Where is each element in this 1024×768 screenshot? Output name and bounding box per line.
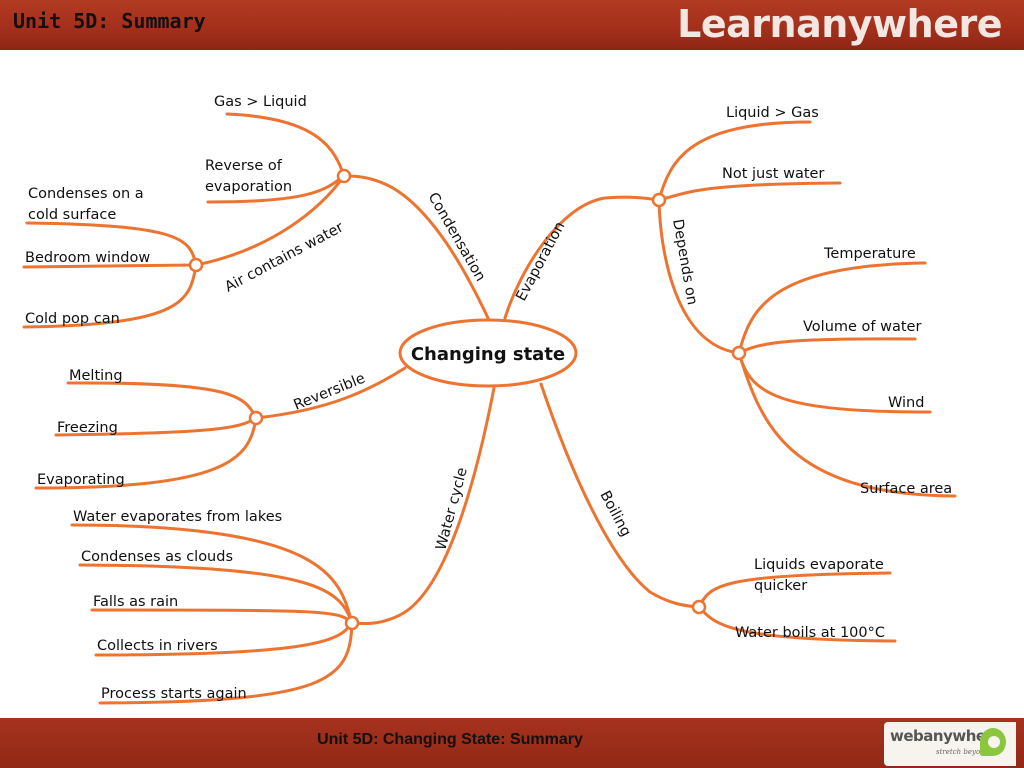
footer-title: Unit 5D: Changing State: Summary (317, 731, 583, 748)
leaf-label: Gas > Liquid (214, 94, 307, 110)
leaf-label: Falls as rain (93, 594, 178, 610)
header-bar: Unit 5D: Summary Learnanywhere (0, 0, 1024, 50)
node-water-cycle (344, 615, 360, 631)
logo-text: webanywhere (890, 727, 1003, 745)
leaf-label: Wind (888, 395, 924, 411)
leaf-label: Liquid > Gas (726, 105, 819, 121)
leaf-label: Freezing (57, 420, 118, 436)
center-ellipse (398, 318, 578, 388)
leaf-label: Cold pop can (25, 311, 120, 327)
leaf-label: Bedroom window (25, 250, 150, 266)
branch-label-condensation: Condensation (425, 190, 489, 284)
branch-label-evaporation: Evaporation (513, 219, 568, 304)
node-air-contains-water (188, 257, 204, 273)
leaf-label: Temperature (823, 246, 916, 262)
leaf-label: Evaporating (37, 472, 125, 488)
page-title: Unit 5D: Summary (13, 9, 206, 33)
node-reversible (248, 410, 264, 426)
leaf-label: Condenses as clouds (81, 549, 233, 565)
center-label: Changing state (411, 344, 565, 365)
node-condensation (336, 168, 352, 184)
leaf-label: Process starts again (101, 686, 247, 702)
branch-label-reversible: Reversible (292, 371, 368, 414)
footer-bar: Unit 5D: Changing State: Summary webanyw… (0, 718, 1024, 768)
node-depends-on (731, 345, 747, 361)
leaf-label: Not just water (722, 166, 824, 182)
leaf-label: Collects in rivers (97, 638, 218, 654)
leaf-label: Surface area (860, 481, 952, 497)
brand-logo: Learnanywhere (677, 2, 1002, 46)
branch-lines (22, 112, 957, 705)
webanywhere-logo: webanywhere stretch beyond (884, 722, 1016, 766)
branch-label-depends-on: Depends on (669, 218, 700, 306)
leaf-label: Melting (69, 368, 123, 384)
leaf-label: Water evaporates from lakes (73, 509, 282, 525)
branch-label-boiling: Boiling (596, 488, 633, 539)
leaf-inner-icon (988, 736, 1000, 748)
leaf-label: Water boils at 100°C (735, 625, 885, 641)
node-boiling (691, 599, 707, 615)
node-evaporation (651, 192, 667, 208)
leaf-label: Volume of water (803, 319, 921, 335)
logo-tagline: stretch beyond (936, 748, 990, 756)
